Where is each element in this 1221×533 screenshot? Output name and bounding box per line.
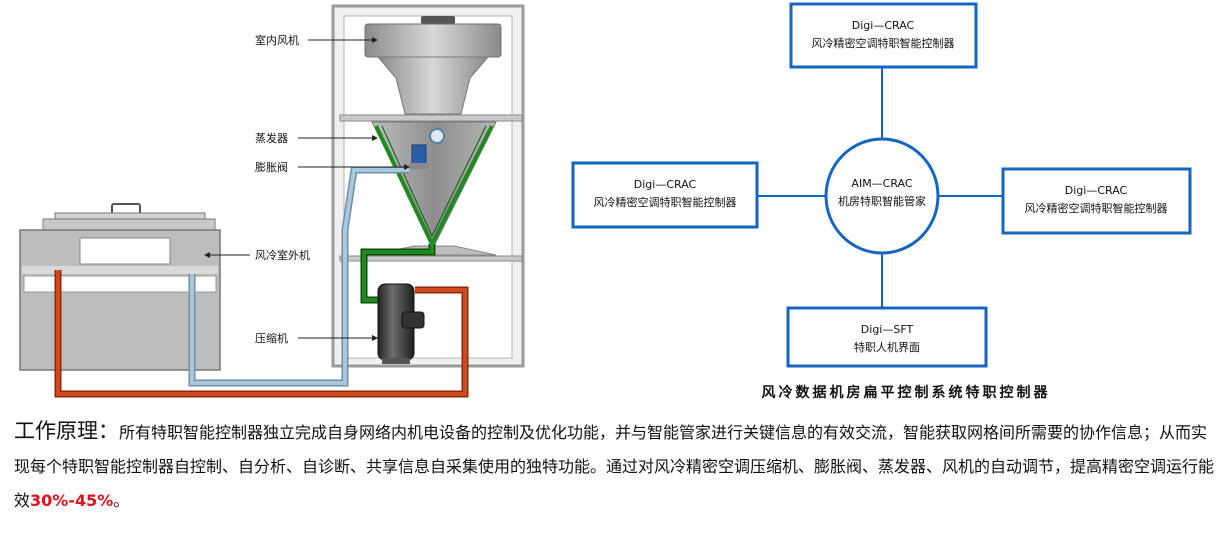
working-principle-body: 所有特职智能控制器独立完成自身网络内机电设备的控制及优化功能，并与智能管家进行关… <box>14 423 1215 510</box>
efficiency-highlight: 30%-45% <box>30 491 114 510</box>
expansion-valve <box>409 128 445 169</box>
svg-text:蒸发器: 蒸发器 <box>255 131 288 145</box>
svg-text:膨胀阀: 膨胀阀 <box>255 160 288 174</box>
compressor <box>377 283 425 364</box>
label-evaporator: 蒸发器 <box>255 131 378 145</box>
label-compressor: 压缩机 <box>255 331 378 345</box>
suction-pipe <box>360 244 436 304</box>
svg-text:AIM—CRAC: AIM—CRAC <box>851 177 912 190</box>
working-principle-text: 工作原理：所有特职智能控制器独立完成自身网络内机电设备的控制及优化功能，并与智能… <box>14 414 1214 518</box>
aim-crac-hub: AIM—CRAC 机房特职智能管家 <box>824 137 940 255</box>
svg-text:风冷精密空调特职智能控制器: 风冷精密空调特职智能控制器 <box>1025 201 1168 215</box>
label-outdoor-unit: 风冷室外机 <box>204 248 310 262</box>
svg-text:特职人机界面: 特职人机界面 <box>854 340 920 354</box>
outdoor-unit <box>19 203 221 371</box>
svg-text:室内风机: 室内风机 <box>255 33 299 47</box>
label-expansion-valve: 膨胀阀 <box>255 160 410 174</box>
controller-box-top: Digi—CRAC 风冷精密空调特职智能控制器 <box>789 2 978 69</box>
controller-box-right: Digi—CRAC 风冷精密空调特职智能控制器 <box>1001 167 1192 235</box>
svg-text:风冷精密空调特职智能控制器: 风冷精密空调特职智能控制器 <box>594 195 737 209</box>
controller-box-left: Digi—CRAC 风冷精密空调特职智能控制器 <box>571 161 759 229</box>
svg-text:压缩机: 压缩机 <box>255 331 288 345</box>
svg-text:Digi—CRAC: Digi—CRAC <box>852 19 915 32</box>
working-principle-end: 。 <box>113 491 130 510</box>
svg-text:风冷精密空调特职智能控制器: 风冷精密空调特职智能控制器 <box>812 36 955 50</box>
network-connectors <box>757 67 1003 308</box>
network-caption: 风冷数据机房扁平控制系统特职控制器 <box>762 384 1051 401</box>
svg-text:Digi—SFT: Digi—SFT <box>861 323 914 336</box>
working-principle-title: 工作原理： <box>14 419 119 443</box>
indoor-fan <box>364 16 502 115</box>
discharge-pipe <box>54 270 469 398</box>
svg-text:Digi—CRAC: Digi—CRAC <box>634 178 697 191</box>
label-indoor-fan: 室内风机 <box>255 33 378 47</box>
svg-text:Digi—CRAC: Digi—CRAC <box>1065 184 1128 197</box>
hmi-box-bottom: Digi—SFT 特职人机界面 <box>786 306 988 368</box>
svg-text:机房特职智能管家: 机房特职智能管家 <box>838 194 926 208</box>
svg-text:风冷室外机: 风冷室外机 <box>255 248 310 262</box>
liquid-pipe <box>188 166 409 387</box>
